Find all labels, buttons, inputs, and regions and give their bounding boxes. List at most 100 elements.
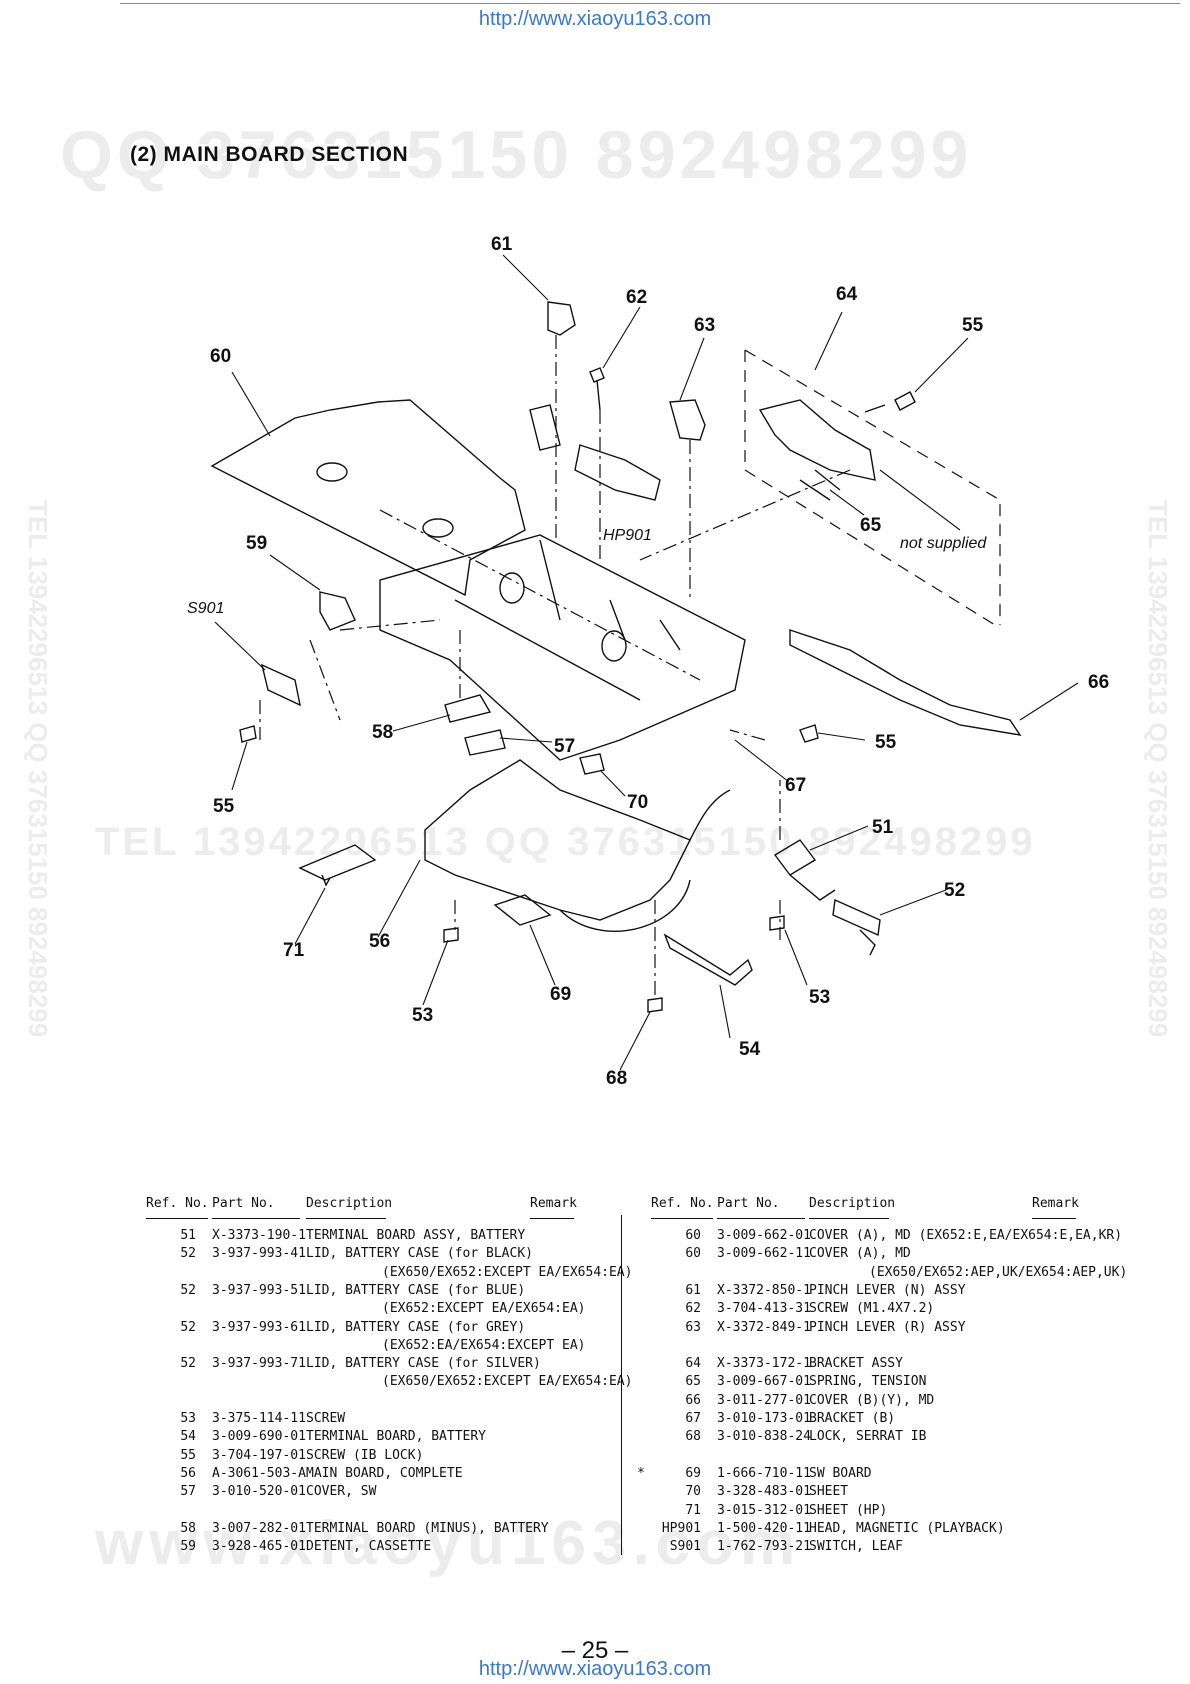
callout-53-left: 53: [412, 1005, 433, 1026]
switch-s901-part: [260, 663, 301, 707]
row-part-no: 3-704-197-01: [212, 1447, 306, 1463]
cover-a-hole-2: [422, 518, 454, 538]
row-description: COVER (A), MD (EX652:E,EA/EX654:E,EA,KR): [809, 1228, 1123, 1243]
header-url[interactable]: http://www.xiaoyu163.com: [478, 8, 712, 30]
row-description: SHEET: [809, 1484, 849, 1500]
row-description: DETENT, CASSETTE: [306, 1539, 432, 1555]
header-ref: Ref. No.: [146, 1196, 209, 1211]
row-description: TERMINAL BOARD (MINUS), BATTERY: [306, 1520, 549, 1536]
row-ref: 54: [180, 1429, 196, 1445]
row-ref: 56: [180, 1465, 196, 1481]
row-ref: 61: [685, 1282, 701, 1298]
row-ref: 52: [180, 1319, 196, 1335]
callout-64: 64: [836, 284, 858, 305]
row-part-no: 3-011-277-01: [717, 1392, 811, 1408]
row-part-no: 3-009-667-01: [717, 1374, 811, 1390]
callout-59: 59: [246, 533, 267, 554]
cover-a-hole-1: [316, 462, 348, 482]
row-part-no: 3-937-993-51: [212, 1282, 306, 1298]
row-part-no: 3-328-483-01: [717, 1484, 811, 1500]
row-part-no: 3-375-114-11: [212, 1411, 306, 1426]
row-ref: HP901: [661, 1520, 701, 1536]
callout-61: 61: [491, 234, 513, 255]
table-divider: [621, 1215, 622, 1555]
terminal-board-part: [773, 839, 836, 901]
row-part-no: 3-010-520-01: [212, 1484, 306, 1500]
hp901-label: HP901: [603, 527, 652, 544]
row-description: COVER (A), MD: [809, 1246, 911, 1262]
row-description: SHEET (HP): [809, 1502, 888, 1518]
row-ref: 58: [180, 1520, 196, 1536]
page-number: – 25 –: [561, 1637, 629, 1664]
row-ref: 69: [685, 1465, 701, 1481]
pinch-lever-r-part: [669, 399, 706, 441]
head-hp901-part: [574, 444, 661, 501]
main-board-part: [424, 759, 691, 921]
detent-59-part: [319, 591, 356, 631]
pinch-lever-n-part: [547, 301, 576, 336]
row-part-no: 1-500-420-11: [717, 1520, 811, 1536]
row-part-no: 3-007-282-01: [212, 1520, 306, 1536]
terminal-minus-part: [444, 694, 492, 723]
row-part-no: 1-666-710-11: [717, 1465, 811, 1481]
row-description: SCREW (M1.4X7.2): [809, 1301, 935, 1317]
row-description: COVER (B)(Y), MD: [809, 1392, 935, 1408]
row-description: COVER, SW: [306, 1484, 377, 1500]
sw-board-part: [493, 894, 552, 926]
row-description: TERMINAL BOARD ASSY, BATTERY: [306, 1228, 526, 1243]
row-ref: 51: [180, 1228, 196, 1243]
callout-65: 65: [860, 515, 882, 536]
row-description: BRACKET ASSY: [809, 1356, 903, 1372]
callout-66: 66: [1088, 672, 1109, 693]
row-mark: *: [637, 1465, 645, 1481]
row-description: LOCK, SERRAT IB: [809, 1429, 927, 1445]
row-description: LID, BATTERY CASE (for BLACK): [306, 1246, 533, 1262]
footer-url[interactable]: http://www.xiaoyu163.com: [478, 1658, 712, 1680]
battery-lid-part: [832, 898, 881, 956]
row-ref: 71: [685, 1502, 701, 1518]
header-part: Part No.: [717, 1196, 780, 1211]
screw-53-right-part: [769, 915, 785, 931]
row-part-no: X-3373-172-1: [717, 1356, 811, 1372]
callout-54: 54: [739, 1039, 761, 1060]
row-ref: 52: [180, 1282, 196, 1298]
sheet-70-part: [579, 753, 605, 775]
not-supplied-note: not supplied: [900, 535, 987, 552]
row-description: MAIN BOARD, COMPLETE: [306, 1465, 463, 1481]
row-ref: 60: [685, 1246, 701, 1262]
row-description: HEAD, MAGNETIC (PLAYBACK): [809, 1520, 1005, 1536]
row-description: LID, BATTERY CASE (for BLUE): [306, 1282, 526, 1298]
row-ref: 52: [180, 1356, 196, 1372]
row-description: SCREW (IB LOCK): [306, 1447, 424, 1463]
row-description: (EX650/EX652:AEP,UK/EX654:AEP,UK): [869, 1264, 1128, 1280]
row-ref: 66: [685, 1392, 701, 1408]
header-remark: Remark: [1032, 1196, 1079, 1211]
row-ref: 67: [685, 1411, 701, 1426]
row-part-no: 3-937-993-61: [212, 1319, 306, 1335]
row-part-no: A-3061-503-A: [212, 1465, 306, 1481]
callout-71: 71: [283, 940, 305, 961]
screw-53-left-part: [443, 927, 459, 943]
callout-53-right: 53: [809, 987, 830, 1008]
callout-58: 58: [372, 722, 393, 743]
header-part: Part No.: [212, 1196, 275, 1211]
callout-55-top: 55: [962, 315, 984, 336]
row-ref: 55: [180, 1447, 196, 1463]
row-ref: 62: [685, 1301, 701, 1317]
row-description: SW BOARD: [809, 1465, 872, 1481]
row-part-no: 3-015-312-01: [717, 1502, 811, 1518]
row-ref: 53: [180, 1411, 196, 1426]
row-ref: 57: [180, 1484, 196, 1500]
callout-52: 52: [944, 880, 965, 901]
top-rule: [120, 3, 1180, 4]
section-title: (2) MAIN BOARD SECTION: [130, 143, 409, 166]
row-ref: 68: [685, 1429, 701, 1445]
row-part-no: X-3372-849-1: [717, 1319, 811, 1335]
s901-label: S901: [187, 600, 224, 617]
row-description: PINCH LEVER (R) ASSY: [809, 1319, 966, 1335]
row-description: LID, BATTERY CASE (for GREY): [306, 1319, 526, 1335]
row-ref: 60: [685, 1228, 701, 1243]
row-ref: 65: [685, 1374, 701, 1390]
